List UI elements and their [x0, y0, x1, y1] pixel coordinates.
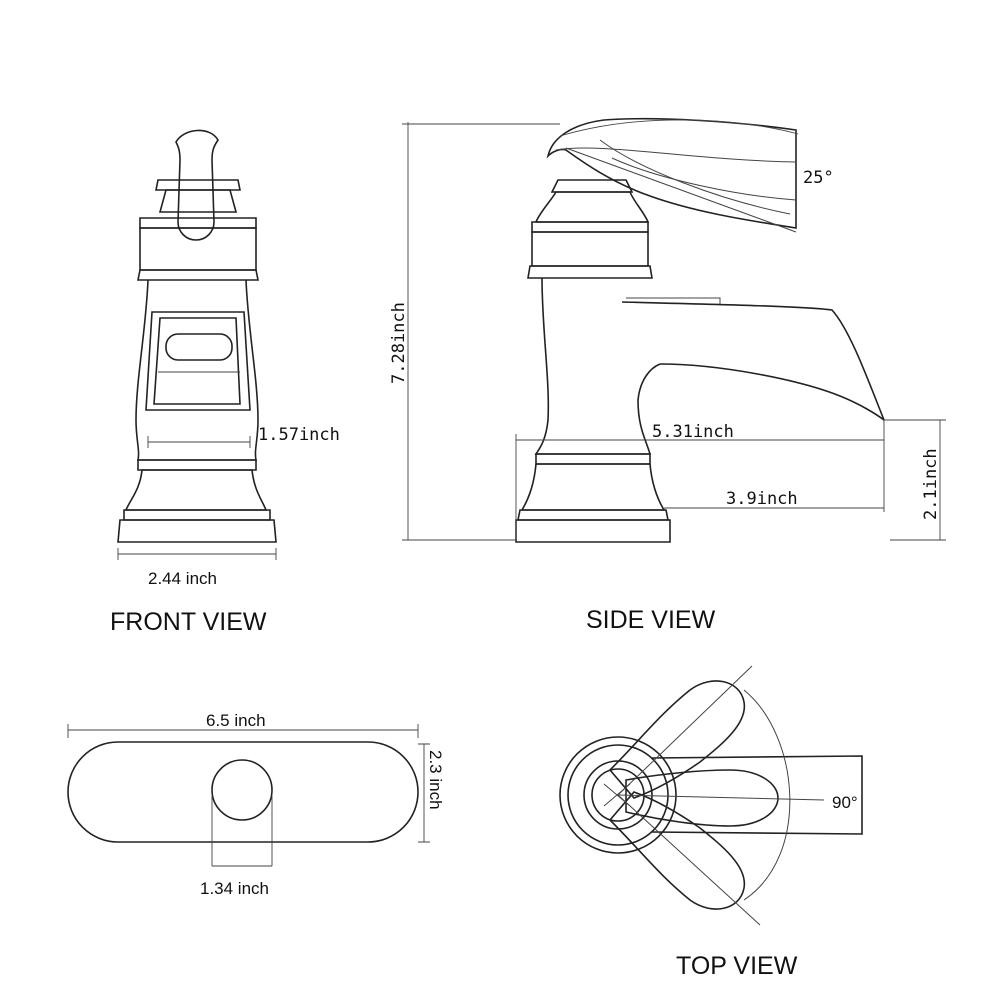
- plate-height-label: 2.3 inch: [426, 750, 445, 810]
- plate-width-label: 6.5 inch: [206, 711, 266, 730]
- side-spout-height-label: 2.1inch: [921, 448, 941, 520]
- side-spout-reach-label: 3.9inch: [726, 489, 798, 509]
- front-base-width-label: 2.44 inch: [148, 569, 217, 588]
- front-view-drawing: [117, 129, 277, 560]
- front-view-title: FRONT VIEW: [110, 608, 267, 636]
- plate-hole-label: 1.34 inch: [200, 879, 269, 898]
- side-height-label: 7.28inch: [389, 302, 409, 384]
- side-view-title: SIDE VIEW: [586, 606, 716, 634]
- front-inner-width-label: 1.57inch: [258, 425, 340, 445]
- deck-plate-drawing: [67, 724, 430, 867]
- top-view-title: TOP VIEW: [676, 952, 798, 980]
- side-handle-angle-label: 25°: [803, 168, 834, 188]
- top-view-drawing: [559, 665, 863, 926]
- side-view-drawing: [402, 117, 946, 543]
- top-rotation-angle-label: 90°: [832, 793, 858, 812]
- side-reach-label: 5.31inch: [652, 422, 734, 442]
